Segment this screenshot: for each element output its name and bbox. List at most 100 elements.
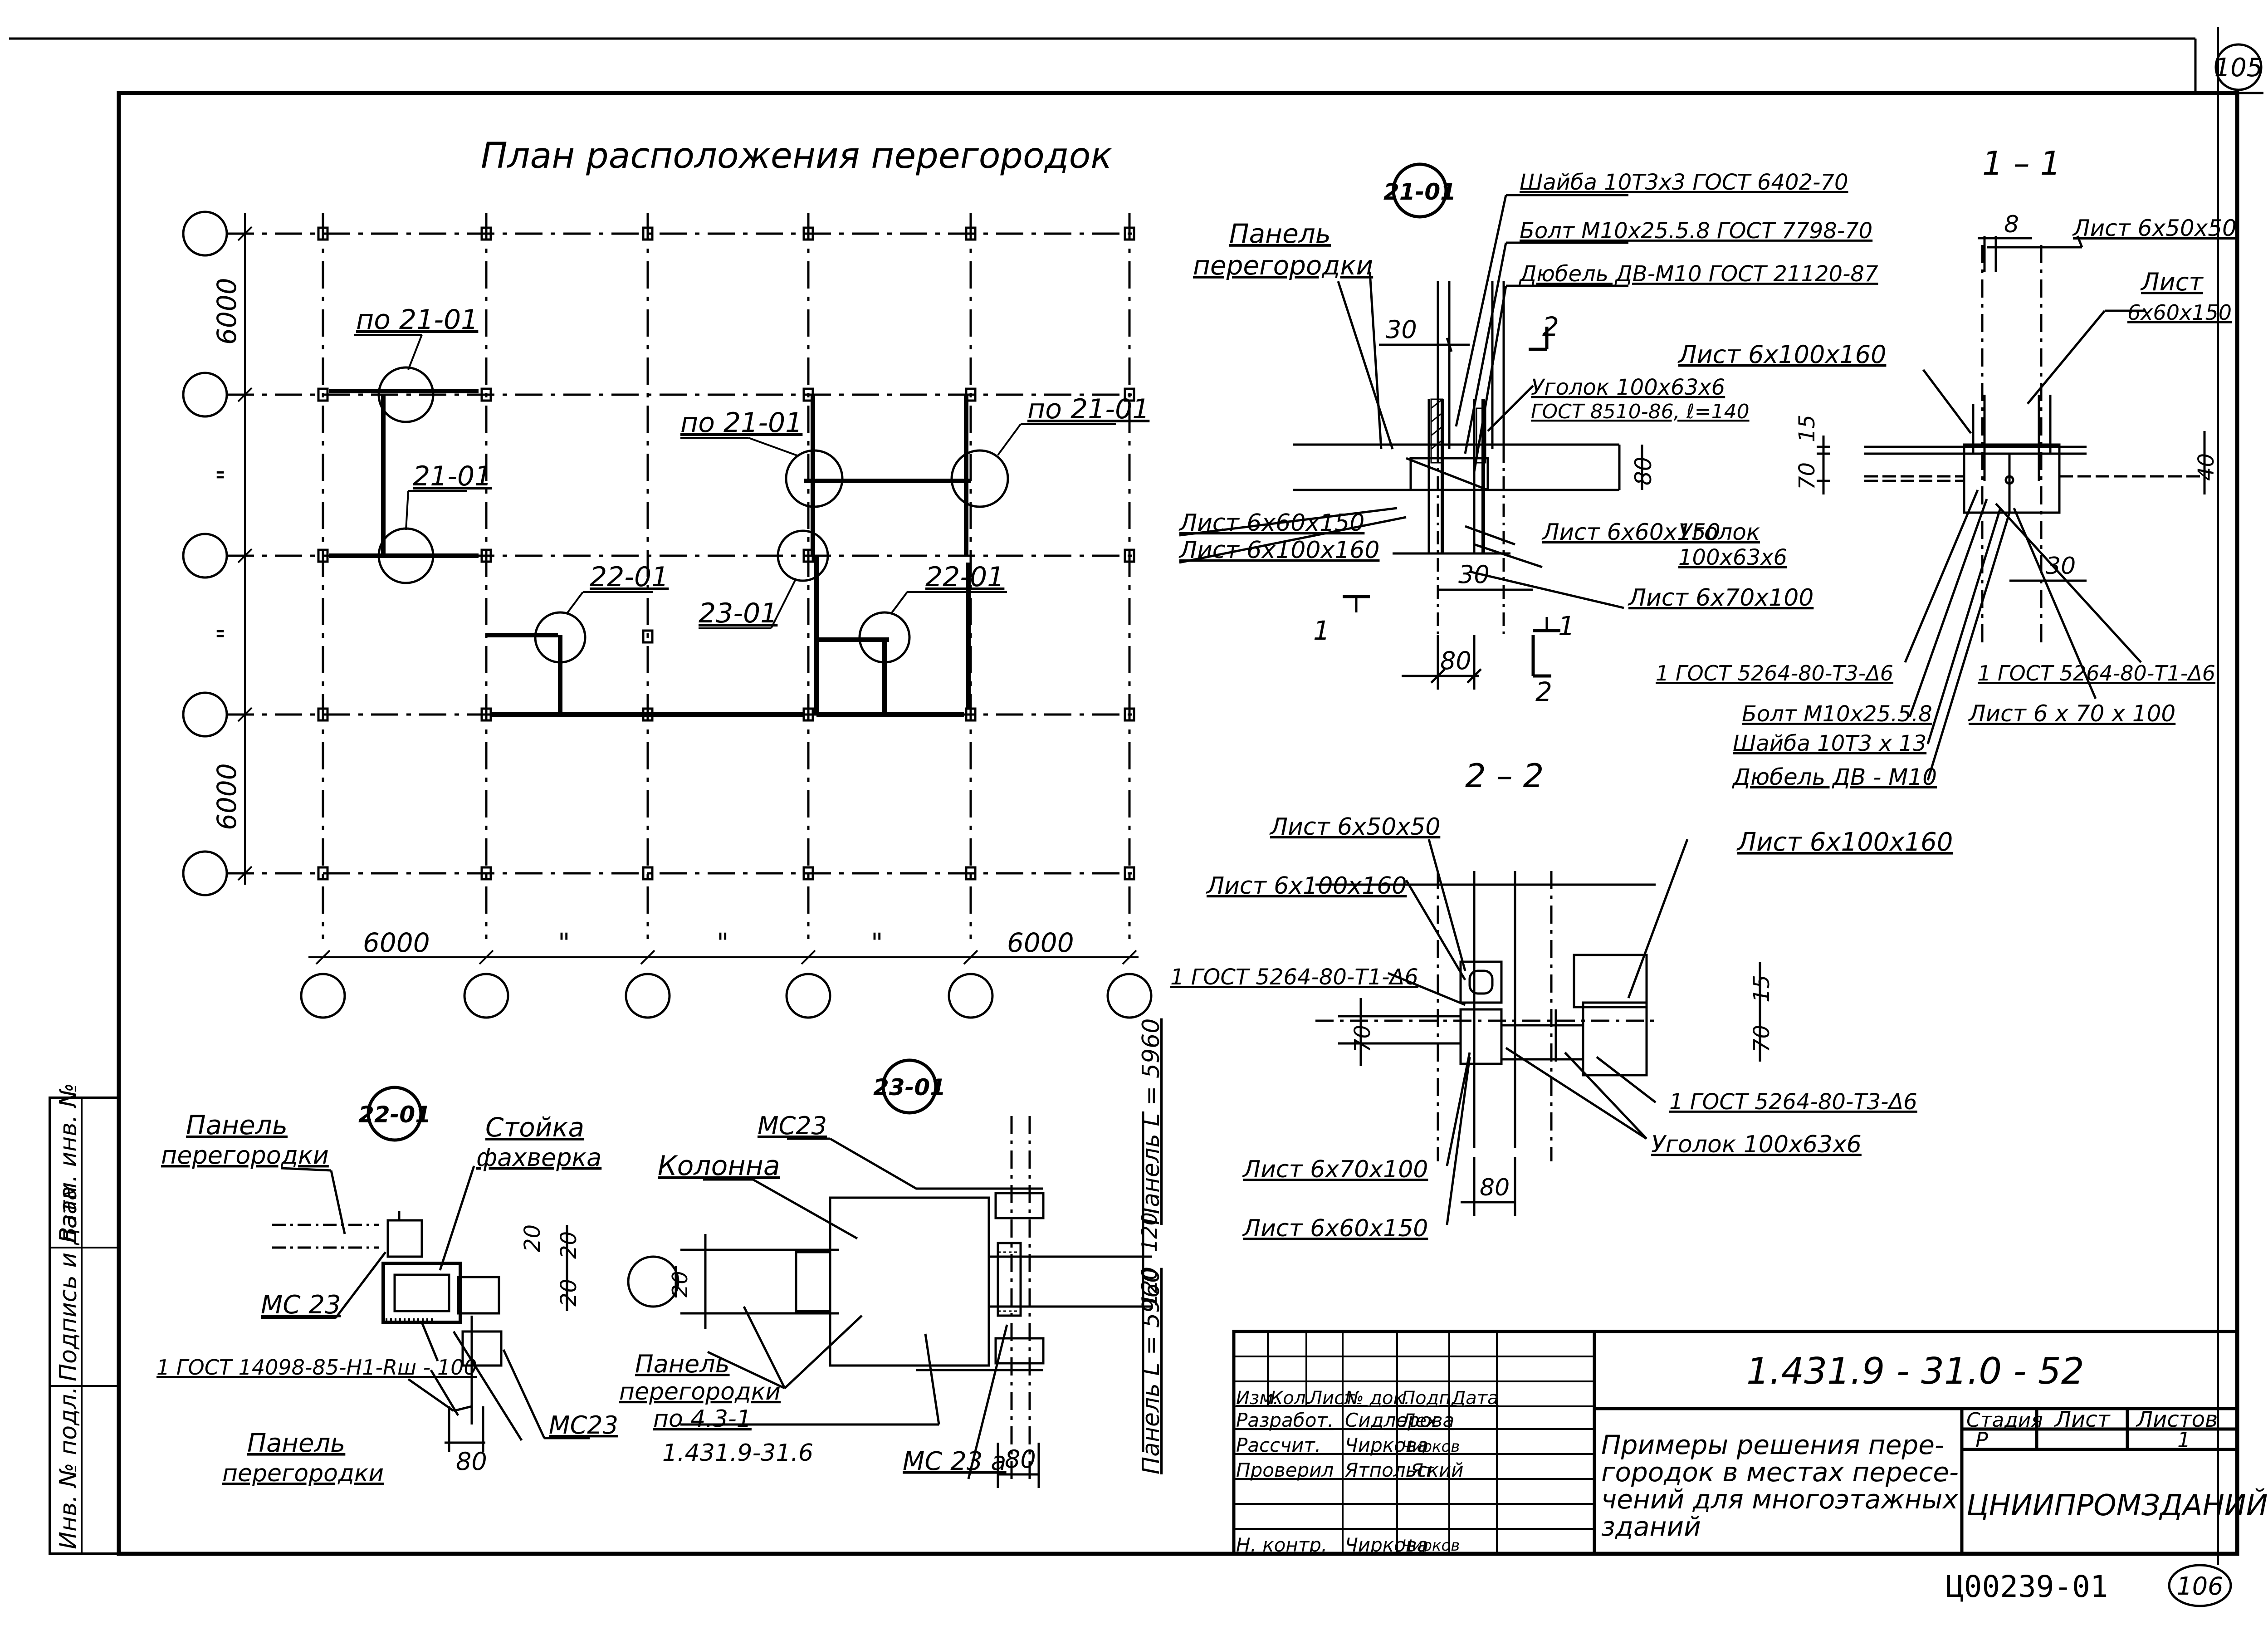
sheet-label: Лист — [2054, 1407, 2111, 1432]
stage-value: Р — [1975, 1428, 1988, 1452]
callout-label: 21-01 — [413, 460, 492, 492]
label-sheet-100-160-b: Лист 6х100х160 — [1736, 827, 1953, 857]
page-number-stamp: 105 — [2214, 43, 2263, 91]
sheet-frame — [9, 27, 2263, 1565]
section-2-2: 2 – 2 — [1170, 757, 1953, 1242]
label-panel-bottom-l1: Панель — [247, 1429, 345, 1458]
weld-right: 1 ГОСТ 5264-80-Т3-Δ6 — [1669, 1089, 1917, 1115]
label-washer: Шайба 10Т3х3 ГОСТ 6402-70 — [1520, 170, 1848, 195]
label-bolt: Болт М10х25.5.8 ГОСТ 7798-70 — [1520, 218, 1872, 244]
row-role: Н. контр. — [1236, 1534, 1327, 1556]
title-block-header: Изм. Кол. Лист № док. Подп. Дата — [1236, 1388, 1499, 1409]
node-23-01: 23-01 МС23 Колонна — [619, 1018, 1165, 1488]
dim-left-top: 6000 — [211, 278, 242, 345]
section-2-2-title: 2 – 2 — [1465, 757, 1544, 795]
plan-partitions — [329, 389, 971, 717]
col-list: Лист — [1308, 1388, 1355, 1409]
dim-70: 70 — [1794, 462, 1820, 490]
label-panel-len-bottom: Панель L = 5960 — [1138, 1268, 1165, 1474]
label-washer: Шайба 10Т3 х 13 — [1733, 731, 1926, 756]
dim-80: 80 — [456, 1447, 487, 1476]
label-sheet-50-50: Лист 6х50х50 — [2072, 215, 2237, 241]
label-mc23a: МС 23 а — [903, 1447, 1007, 1476]
label-panel-l1: Панель — [1229, 218, 1331, 249]
col-doc: № док. — [1344, 1388, 1410, 1409]
label-sheet-70-100: Лист 6х70х100 — [1242, 1156, 1428, 1183]
label-column: Колонна — [658, 1150, 780, 1182]
dim-30-b: 30 — [1458, 560, 1490, 589]
partition-plan: План расположения перегородок — [182, 136, 1153, 1019]
sheets-value: 1 — [2177, 1428, 2190, 1452]
label-angle-b-l2: 100х63х6 — [1678, 545, 1787, 570]
label-mc23-right: МС23 — [549, 1411, 618, 1439]
node-22-01-marker: 22-01 — [358, 1101, 431, 1128]
plan-leaders — [354, 334, 1116, 629]
title-block-description: Примеры решения пере- городок в местах п… — [1601, 1429, 1959, 1542]
label-panel-l3: по 4.3-1 — [653, 1405, 752, 1433]
plan-axis-bubbles-bottom — [300, 973, 1153, 1019]
plan-callout-labels: по 21-01 21-01 по 21-01 по 21-01 22-01 2… — [356, 304, 1149, 629]
label-sheet-50-50: Лист 6х50х50 — [1269, 813, 1440, 841]
dim-20: 20 — [668, 1271, 692, 1297]
dim-70-left: 70 — [1350, 1025, 1375, 1052]
weld-left: 1 ГОСТ 5264-80-Т3-Δ6 — [1656, 661, 1893, 685]
label-panel-top-l1: Панель — [186, 1110, 288, 1141]
callout-label: 22-01 — [925, 561, 1004, 593]
label-post-l1: Стойка — [485, 1112, 584, 1143]
label-sheet-60-150: Лист 6х60х150 — [1178, 509, 1364, 537]
callout-label: 23-01 — [699, 597, 777, 629]
row-role: Проверил — [1236, 1459, 1334, 1481]
dim-80: 80 — [1440, 646, 1471, 675]
col-sign: Подп. — [1402, 1388, 1457, 1409]
row-sign: Чирков — [1402, 1537, 1460, 1555]
label-panel-l2: перегородки — [619, 1378, 781, 1405]
weld-right: 1 ГОСТ 5264-80-Т1-Δ6 — [1978, 661, 2215, 685]
label-sheet-l2: 6х60х150 — [2127, 300, 2232, 325]
node-23-01-marker: 23-01 — [873, 1074, 946, 1101]
dim-ditto: " — [211, 627, 242, 640]
plan-columns — [317, 226, 1135, 881]
label-sheet-l1: Лист — [2140, 268, 2204, 296]
cut-1-right: 1 — [1558, 611, 1575, 641]
dim-8: 8 — [2004, 211, 2019, 238]
dim-120-a: 120 — [1137, 1212, 1162, 1252]
label-panel-l4: 1.431.9-31.6 — [662, 1439, 813, 1467]
label-mc23: МС23 — [758, 1111, 827, 1140]
plan-title: План расположения перегородок — [481, 136, 1112, 176]
row-role: Разработ. — [1236, 1409, 1334, 1431]
desc-line: чений для многоэтажных — [1601, 1484, 1958, 1515]
dim-30: 30 — [2046, 553, 2076, 580]
dim-left-bottom: 6000 — [211, 763, 242, 830]
callout-label: 22-01 — [590, 561, 669, 593]
cut-1-left: 1 — [1313, 615, 1330, 646]
archive-number: Ц00239-01 — [1946, 1569, 2108, 1604]
dim-20-b: 20 — [556, 1231, 582, 1259]
section-1-1-title: 1 – 1 — [1982, 144, 2061, 182]
label-panel-l1: Панель — [635, 1350, 730, 1378]
label-panel-top-l2: перегородки — [161, 1141, 329, 1170]
dim-bottom-right: 6000 — [1007, 927, 1074, 958]
row-role: Рассчит. — [1236, 1434, 1321, 1456]
label-panel-len-top: Панель L = 5960 — [1138, 1018, 1165, 1225]
label-sheet-70-100: Лист 6 х 70 х 100 — [1968, 700, 2175, 727]
side-stamp: Инв. № подл. Подпись и дата Взам. инв. № — [49, 1083, 120, 1555]
section-1-1: 1 – 1 — [1656, 144, 2237, 790]
row-name: Чиркова — [1345, 1534, 1428, 1556]
label-angle-b-l1: Уголок — [1678, 519, 1760, 545]
label-panel-l2: перегородки — [1193, 250, 1373, 281]
label-mc23-left: МС 23 — [261, 1290, 341, 1320]
weld-left: 1 ГОСТ 5264-80-Т1-Δ6 — [1170, 964, 1418, 990]
plan-callout-circles — [377, 366, 1009, 664]
sheets-label: Листов — [2136, 1407, 2218, 1432]
title-block-rows: Разработ. Сидлерова Лех Рассчит. Чиркова… — [1236, 1409, 1463, 1556]
stage-label: Стадия — [1966, 1409, 2043, 1432]
label-angle-l1: Уголок 100х63х6 — [1531, 375, 1725, 400]
label-panel-bottom-l2: перегородки — [222, 1460, 384, 1487]
label-sheet-100-160: Лист 6х100х160 — [1178, 537, 1379, 564]
plan-dim-left — [237, 213, 253, 885]
label-sheet-60-150-b: Лист 6х60х150 — [1541, 519, 1721, 545]
desc-line: городок в местах пересе- — [1601, 1457, 1959, 1488]
cut-2-top: 2 — [1542, 311, 1559, 342]
dim-80: 80 — [1480, 1174, 1510, 1201]
col-date: Дата — [1451, 1388, 1499, 1409]
